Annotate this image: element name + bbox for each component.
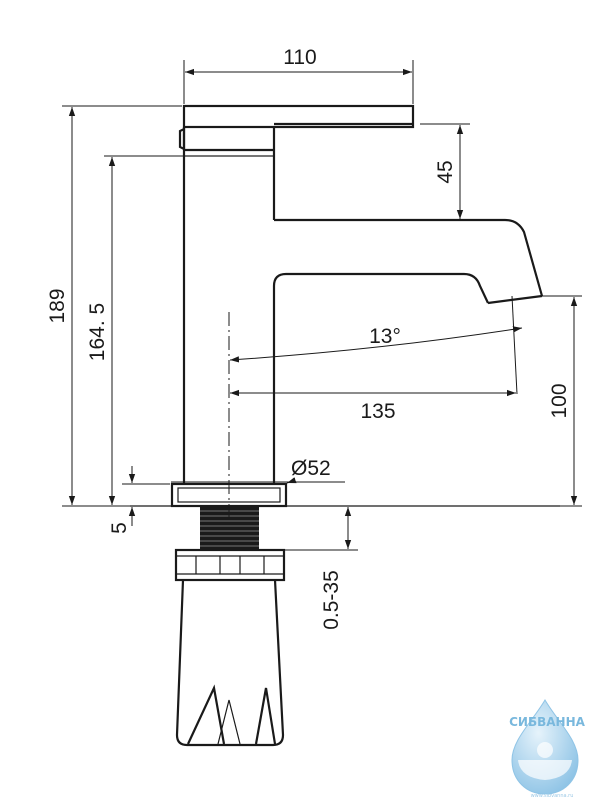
dim-reach: 135 (230, 389, 516, 423)
dim-top-width: 110 (183, 46, 414, 104)
watermark-url: www.sibvanna.ru (531, 793, 574, 799)
lower-shell (175, 579, 285, 747)
mounting-nut (174, 548, 286, 582)
smile-face-icon (537, 742, 553, 758)
dim-total-height-label: 189 (46, 288, 69, 323)
dim-base-diameter: Ø52 (171, 457, 345, 484)
dim-deck-range: 0.5-35 (285, 507, 358, 630)
dim-total-height: 189 (46, 105, 182, 507)
spout-tip (487, 294, 543, 305)
shell-fin-left (187, 684, 226, 745)
spout-bottom (272, 272, 489, 304)
dim-reach-label: 135 (360, 400, 395, 423)
dim-base-diameter-label: Ø52 (291, 457, 331, 480)
dim-spout-clearance-label: 100 (548, 383, 571, 418)
dim-base-thickness-label: 5 (108, 522, 131, 534)
shell-fin-right (254, 687, 277, 745)
dim-spout-height-label: 45 (434, 160, 457, 183)
dim-angle: 13° (229, 295, 523, 395)
bathtub-icon (518, 760, 572, 780)
handle-lever (182, 104, 415, 129)
dim-top-width-label: 110 (283, 46, 316, 69)
spout-top (274, 218, 544, 297)
sibvanna-watermark: СИБВАННА www.sibvanna.ru (509, 699, 586, 799)
watermark-brand: СИБВАННА (509, 715, 586, 729)
dim-body-height-label: 164. 5 (86, 303, 109, 361)
dim-angle-label: 13° (369, 325, 401, 348)
dim-base-thickness: 5 (108, 466, 170, 534)
dim-spout-height: 45 (420, 123, 510, 221)
dim-body-height: 164. 5 (86, 155, 274, 505)
dim-spout-clearance: 100 (542, 295, 582, 507)
dim-deck-range-label: 0.5-35 (320, 570, 343, 630)
faucet-outline (130, 104, 560, 747)
